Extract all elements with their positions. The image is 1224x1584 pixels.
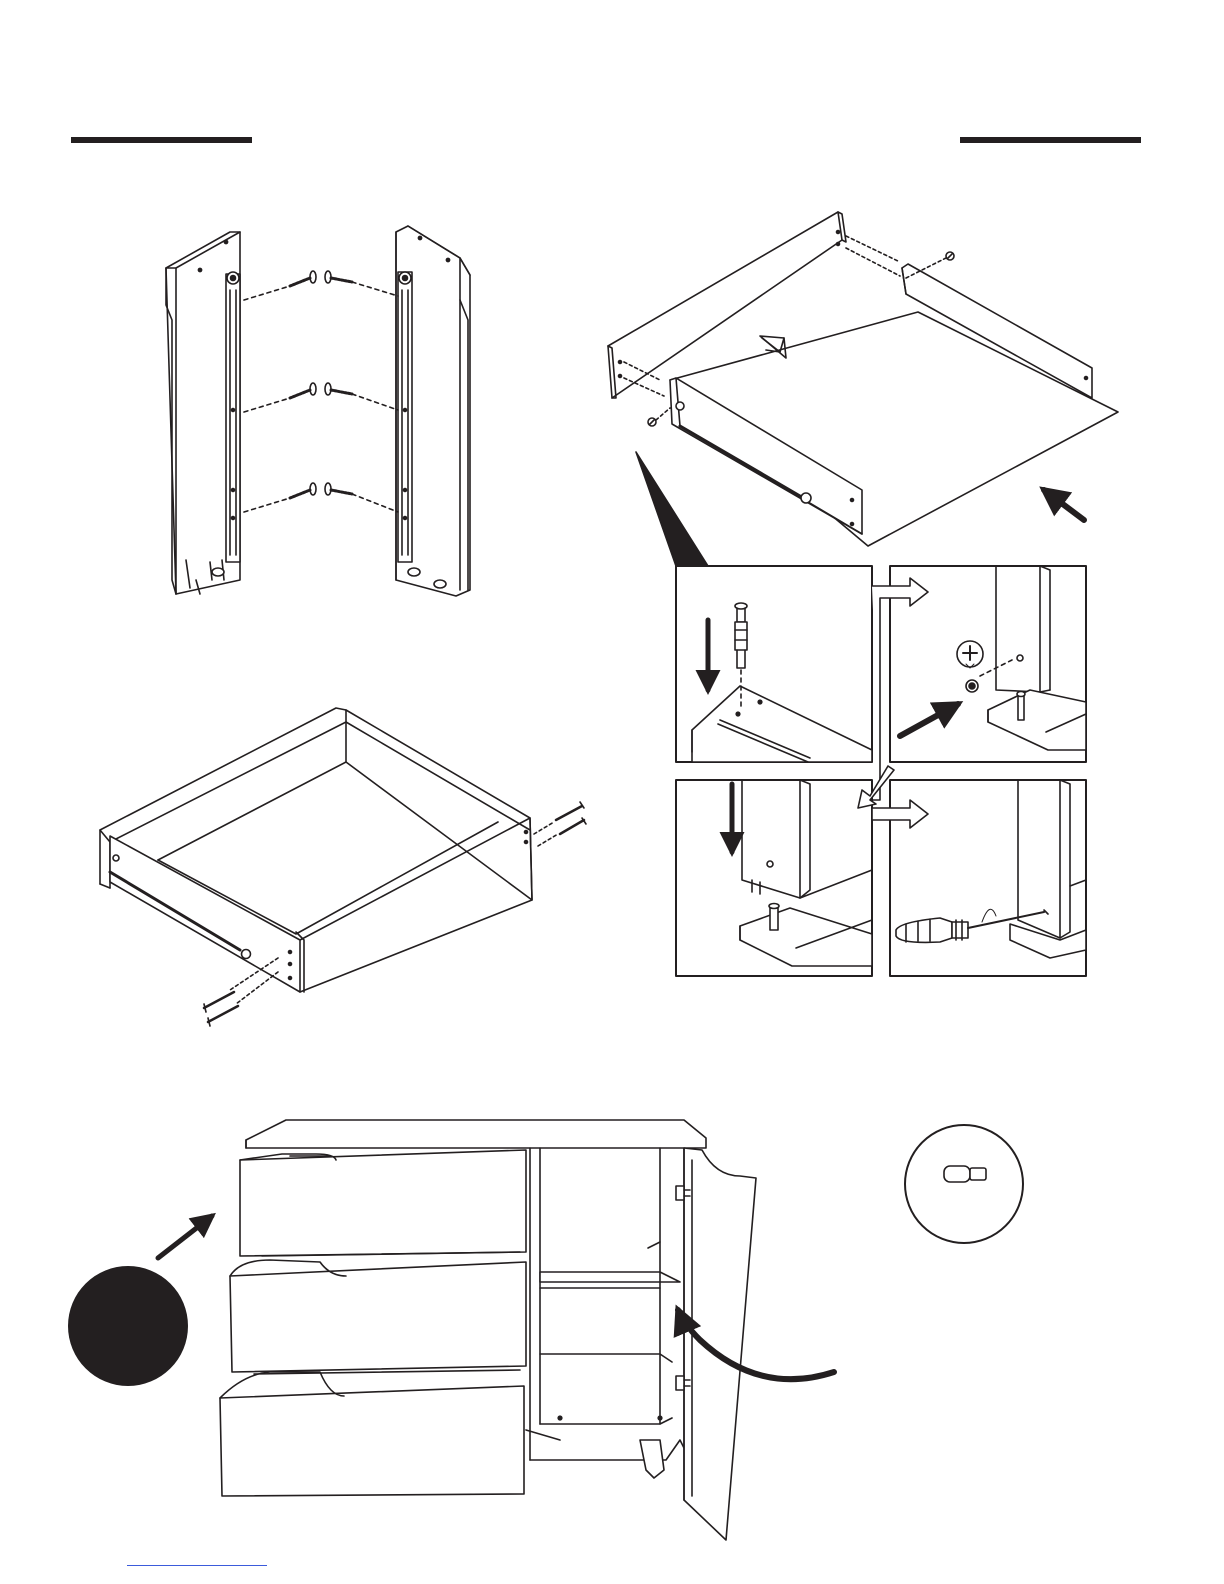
shelf-pin-icon [944, 1166, 986, 1182]
footer-link-underline[interactable] [127, 1565, 267, 1566]
screw-icon [290, 483, 352, 498]
slide-screws [244, 271, 398, 512]
detail-box-3 [676, 780, 872, 976]
drawer-box-exploded [608, 212, 1118, 566]
drawer-box-assembled [100, 708, 532, 992]
phillips-screwdriver-icon [957, 641, 983, 668]
insert-arrow [158, 1216, 212, 1258]
detail-box-1 [676, 566, 872, 762]
step-badge [68, 1266, 188, 1386]
cabinet-assembled [68, 1120, 834, 1540]
screw-icon [290, 383, 352, 398]
drawer-top [240, 1150, 526, 1256]
screw-icon [290, 271, 352, 286]
shelf-pin-callout [905, 1125, 1023, 1243]
insert-arrow [1044, 490, 1084, 520]
drawer-middle [230, 1252, 526, 1372]
drawer-bottom [220, 1370, 524, 1496]
nail-icon [204, 802, 586, 1026]
